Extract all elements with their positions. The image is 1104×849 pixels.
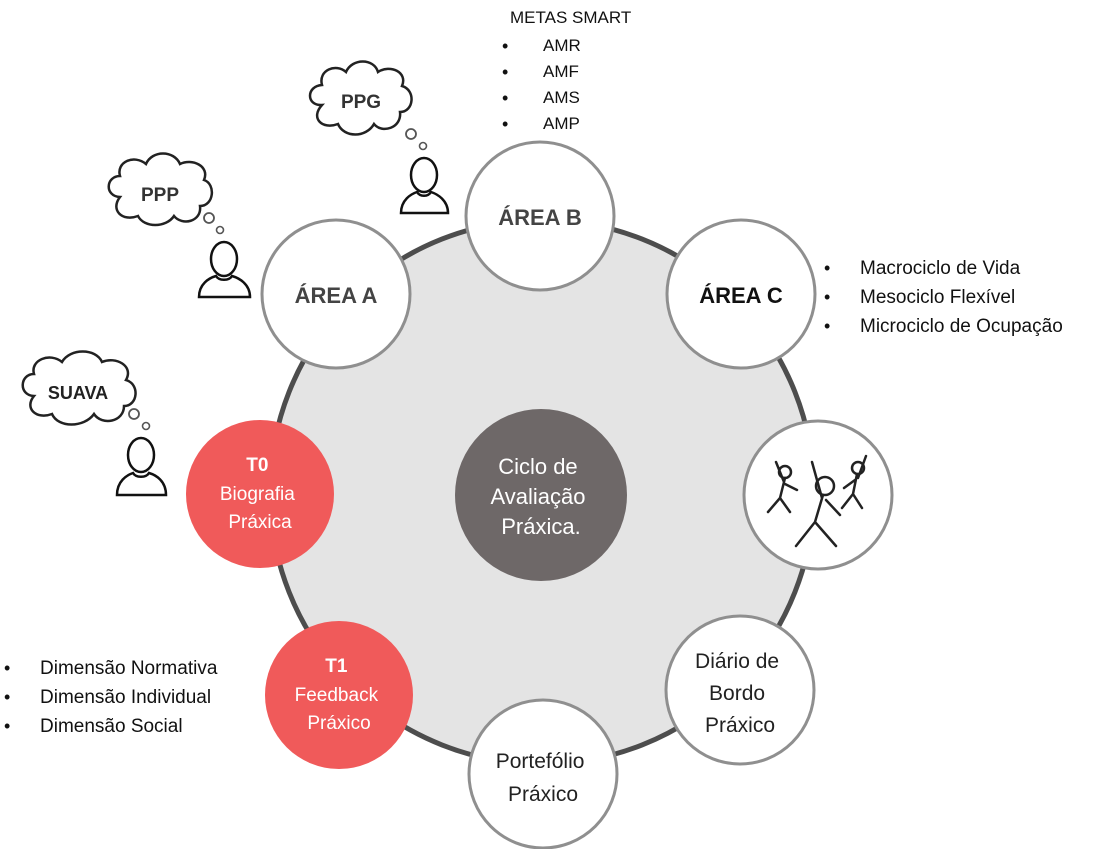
- portefolio-line-2: Práxico: [508, 783, 578, 806]
- center-line-2: Avaliação: [490, 484, 585, 509]
- area-c-list: Macrociclo de Vida Mesociclo Flexível Mi…: [822, 254, 1063, 341]
- t1-dimensions-list: Dimensão Normativa Dimensão Individual D…: [2, 654, 217, 741]
- area-c-item: Mesociclo Flexível: [822, 283, 1063, 312]
- portefolio-line-1: Portefólio: [496, 750, 585, 773]
- area-a-label: ÁREA A: [295, 283, 378, 308]
- node-activity[interactable]: [742, 419, 894, 571]
- svg-text:Portefólio Práxico: Portefólio Práxico: [496, 750, 591, 806]
- t0-line-2: Práxica: [228, 512, 292, 533]
- node-t1[interactable]: T1 Feedback Práxico: [265, 621, 413, 769]
- node-area-a[interactable]: ÁREA A: [260, 218, 412, 370]
- t0-line-1: Biografia: [220, 484, 295, 505]
- node-diario[interactable]: Diário de Bordo Práxico: [664, 614, 816, 766]
- svg-text:T1 Feedback Práxic: T1 Feedback Práxico: [295, 656, 384, 734]
- center-line-3: Práxica.: [501, 514, 580, 539]
- metas-item: AMS: [500, 85, 581, 111]
- node-portefolio[interactable]: Portefólio Práxico: [467, 698, 619, 849]
- node-area-b[interactable]: ÁREA B: [464, 140, 616, 292]
- svg-text:Ciclo de Avaliação: Ciclo de Avaliação Práxica.: [490, 454, 591, 539]
- node-t0[interactable]: T0 Biografia Práxica: [186, 420, 334, 568]
- ppp-label: PPP: [141, 185, 179, 206]
- t1-line-1: Feedback: [295, 685, 379, 706]
- diario-line-2: Bordo: [709, 682, 765, 705]
- diario-line-3: Práxico: [705, 714, 775, 737]
- area-c-label: ÁREA C: [699, 283, 783, 308]
- suava-label: SUAVA: [48, 383, 108, 403]
- svg-text:T0 Biografia Práxi: T0 Biografia Práxica: [220, 455, 300, 533]
- node-area-c[interactable]: ÁREA C: [665, 218, 817, 370]
- metas-item: AMF: [500, 59, 581, 85]
- area-b-label: ÁREA B: [498, 205, 582, 230]
- person-icon-suava: [115, 436, 168, 497]
- metas-item: AMR: [500, 33, 581, 59]
- thought-cloud-ppg: PPG: [308, 60, 428, 151]
- t1-dimension-item: Dimensão Individual: [2, 683, 217, 712]
- person-icon-ppp: [197, 240, 252, 299]
- person-icon-ppg: [399, 156, 450, 215]
- center-line-1: Ciclo de: [498, 454, 577, 479]
- svg-text:Diário de Bordo Pr: Diário de Bordo Práxico: [695, 650, 785, 737]
- area-c-item: Microciclo de Ocupação: [822, 312, 1063, 341]
- t1-dimension-item: Dimensão Social: [2, 712, 217, 741]
- center-node: Ciclo de Avaliação Práxica.: [455, 409, 627, 581]
- exercising-people-icon: [766, 454, 868, 548]
- metas-item: AMP: [500, 111, 581, 137]
- ppg-label: PPG: [341, 92, 381, 113]
- metas-smart-list: AMR AMF AMS AMP: [500, 33, 581, 137]
- area-c-item: Macrociclo de Vida: [822, 254, 1063, 283]
- metas-smart-title: METAS SMART: [510, 8, 632, 27]
- t1-line-2: Práxico: [307, 713, 370, 734]
- t1-dimension-item: Dimensão Normativa: [2, 654, 217, 683]
- thought-cloud-suava: SUAVA: [21, 350, 151, 431]
- diario-line-1: Diário de: [695, 650, 779, 673]
- thought-cloud-ppp: PPP: [107, 152, 225, 235]
- t0-title: T0: [246, 455, 268, 476]
- t1-title: T1: [325, 656, 348, 677]
